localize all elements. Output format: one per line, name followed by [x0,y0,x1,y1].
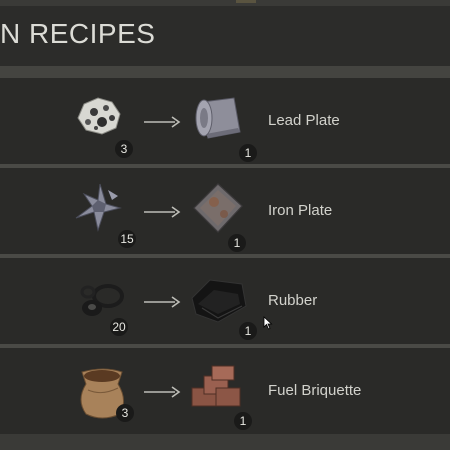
top-edge [0,0,450,6]
recipe-row[interactable]: 15 1 Iron Plate [0,168,450,254]
iron-plate-icon [193,183,243,233]
sack-icon [80,368,124,419]
recipe-row[interactable]: 3 1 Fuel Briquette [0,348,450,434]
recipe-output-slot[interactable]: 1 [188,358,252,430]
arrow-right-icon [144,206,181,218]
lead-plate-icon [195,97,241,139]
mouse-cursor-icon [263,316,273,330]
input-quantity-badge: 3 [116,404,134,422]
arrow-right-icon [144,386,181,398]
arrow-right-icon [144,296,181,308]
brick-icon [191,365,241,407]
recipe-input-slot[interactable]: 20 [72,268,132,336]
result-name: Lead Plate [268,112,340,129]
output-quantity-badge: 1 [239,144,257,162]
result-name: Rubber [268,292,318,309]
recipe-output-slot[interactable]: 1 [188,178,248,252]
rubber-sheet-icon [191,279,247,323]
top-notch [236,0,256,3]
input-quantity-badge: 3 [115,140,133,158]
header-divider [0,66,450,78]
rubber-rings-icon [80,284,124,316]
bottom-divider [0,434,450,450]
input-quantity-badge: 20 [110,318,128,336]
input-quantity-badge: 15 [118,230,136,248]
ore-icon [77,97,121,135]
arrow-right-icon [144,116,181,128]
row-divider [0,164,450,168]
row-divider [0,254,450,258]
scrap-metal-icon [75,183,122,232]
recipe-input-slot[interactable]: 3 [72,88,133,158]
recipe-output-slot[interactable]: 1 [188,268,257,340]
result-name: Iron Plate [268,202,333,219]
result-name: Fuel Briquette [268,382,362,399]
recipe-input-slot[interactable]: 3 [72,364,134,424]
output-quantity-badge: 1 [234,412,252,430]
output-quantity-badge: 1 [239,322,257,340]
recipe-output-slot[interactable]: 1 [188,88,257,162]
panel-title: N RECIPES [0,18,156,49]
recipe-row[interactable]: 3 1 Lead Plate [0,78,450,164]
recipe-input-slot[interactable]: 15 [72,178,136,248]
recipe-row[interactable]: 20 1 Rubber [0,258,450,344]
output-quantity-badge: 1 [228,234,246,252]
row-divider [0,344,450,348]
